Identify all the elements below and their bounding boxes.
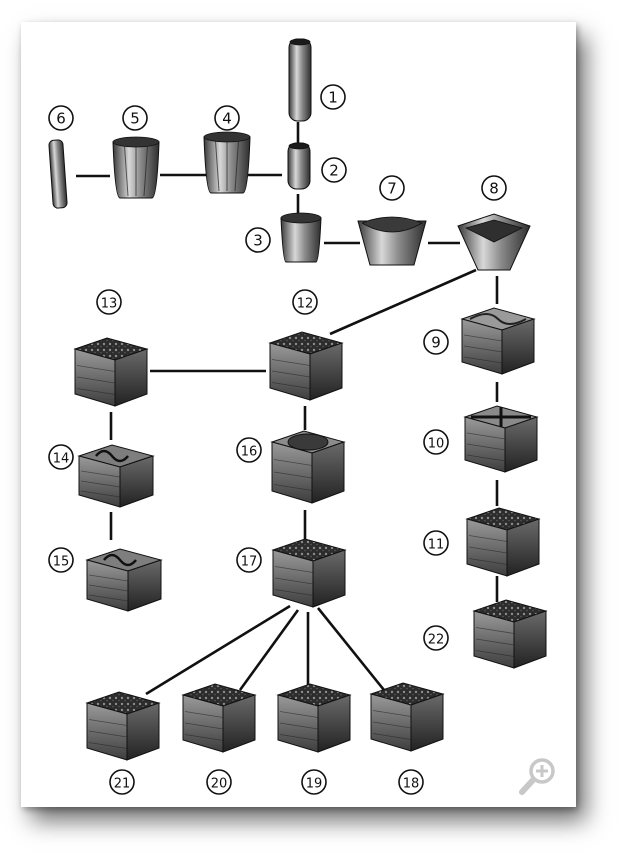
stage-22-object [472, 599, 548, 669]
label-number: 12 [297, 297, 314, 312]
label-number: 9 [431, 334, 441, 352]
label-circle [122, 105, 148, 131]
stage-7-object [357, 216, 427, 266]
label-circle [379, 175, 405, 201]
stage-13-object [73, 337, 149, 407]
stage-5-label: 5 [122, 105, 148, 131]
label-number: 22 [428, 633, 445, 648]
label-number: 10 [428, 437, 445, 452]
label-number: 1 [328, 89, 338, 107]
stage-22-label: 22 [423, 625, 449, 651]
stage-19-object [276, 683, 352, 753]
label-circle [481, 175, 507, 201]
label-circle [301, 769, 327, 795]
stage-7-label: 7 [379, 175, 405, 201]
label-number: 19 [306, 777, 323, 792]
label-circle [423, 625, 449, 651]
stage-1-object [288, 38, 312, 122]
label-number: 3 [253, 232, 263, 250]
stage-12-object [268, 331, 344, 401]
stage-11-object [465, 507, 541, 577]
label-circle [109, 769, 135, 795]
stage-19-label: 19 [301, 769, 327, 795]
label-number: 6 [56, 110, 66, 128]
label-number: 18 [403, 777, 420, 792]
stage-20-label: 20 [206, 769, 232, 795]
label-number: 13 [101, 297, 118, 312]
stage-17-object [271, 538, 347, 608]
stage-5-object [112, 136, 160, 199]
stage-2-label: 2 [321, 157, 347, 183]
stage-objects [48, 38, 548, 761]
label-number: 15 [53, 555, 70, 570]
label-number: 21 [114, 777, 131, 792]
label-number: 5 [130, 110, 140, 128]
magnifier-plus-icon[interactable] [514, 754, 560, 800]
stage-2-object [287, 142, 311, 190]
label-number: 17 [241, 555, 258, 570]
label-number: 11 [428, 538, 445, 553]
connector-17-20 [238, 609, 300, 691]
stage-20-object [181, 683, 257, 753]
label-circle [320, 84, 346, 110]
label-circle [96, 289, 122, 315]
stage-14-label: 14 [48, 444, 74, 470]
label-circle [321, 157, 347, 183]
stage-18-object [369, 682, 445, 752]
stage-12-label: 12 [292, 289, 318, 315]
connector-17-18 [316, 607, 386, 691]
label-circle [423, 530, 449, 556]
connector-8-12 [329, 268, 477, 336]
stage-13-label: 13 [96, 289, 122, 315]
label-number: 20 [211, 777, 228, 792]
label-circle [236, 437, 262, 463]
stage-8-label: 8 [481, 175, 507, 201]
stage-21-object [85, 691, 161, 761]
stage-18-label: 18 [398, 769, 424, 795]
stage-6-label: 6 [48, 105, 74, 131]
label-number: 14 [53, 452, 70, 467]
connector-17-21 [145, 604, 291, 696]
stage-14-object [77, 444, 155, 508]
label-number: 2 [329, 162, 339, 180]
label-number: 8 [489, 180, 499, 198]
stage-9-label: 9 [423, 329, 449, 355]
label-circle [214, 105, 240, 131]
stage-8-object [457, 213, 531, 271]
label-circle [206, 769, 232, 795]
stage-10-label: 10 [423, 429, 449, 455]
stage-9-object [460, 307, 536, 375]
stage-4-object [203, 131, 251, 194]
stage-10-object [463, 405, 539, 473]
label-circle [236, 547, 262, 573]
label-number: 7 [387, 180, 397, 198]
stage-6-object [48, 139, 68, 209]
label-circle [423, 329, 449, 355]
label-circle [398, 769, 424, 795]
stage-17-label: 17 [236, 547, 262, 573]
stage-16-label: 16 [236, 437, 262, 463]
connector-lines [76, 122, 499, 696]
label-circle [48, 547, 74, 573]
stage-1-label: 1 [320, 84, 346, 110]
label-circle [245, 227, 271, 253]
label-circle [48, 105, 74, 131]
stage-3-label: 3 [245, 227, 271, 253]
stage-21-label: 21 [109, 769, 135, 795]
label-number: 4 [222, 110, 232, 128]
stage-11-label: 11 [423, 530, 449, 556]
stage-4-label: 4 [214, 105, 240, 131]
label-circle [423, 429, 449, 455]
stage-15-label: 15 [48, 547, 74, 573]
label-number: 16 [241, 445, 258, 460]
label-circle [48, 444, 74, 470]
label-circle [292, 289, 318, 315]
stage-3-object [280, 212, 322, 263]
stage-16-object [270, 430, 346, 504]
stage-15-object [85, 548, 163, 612]
